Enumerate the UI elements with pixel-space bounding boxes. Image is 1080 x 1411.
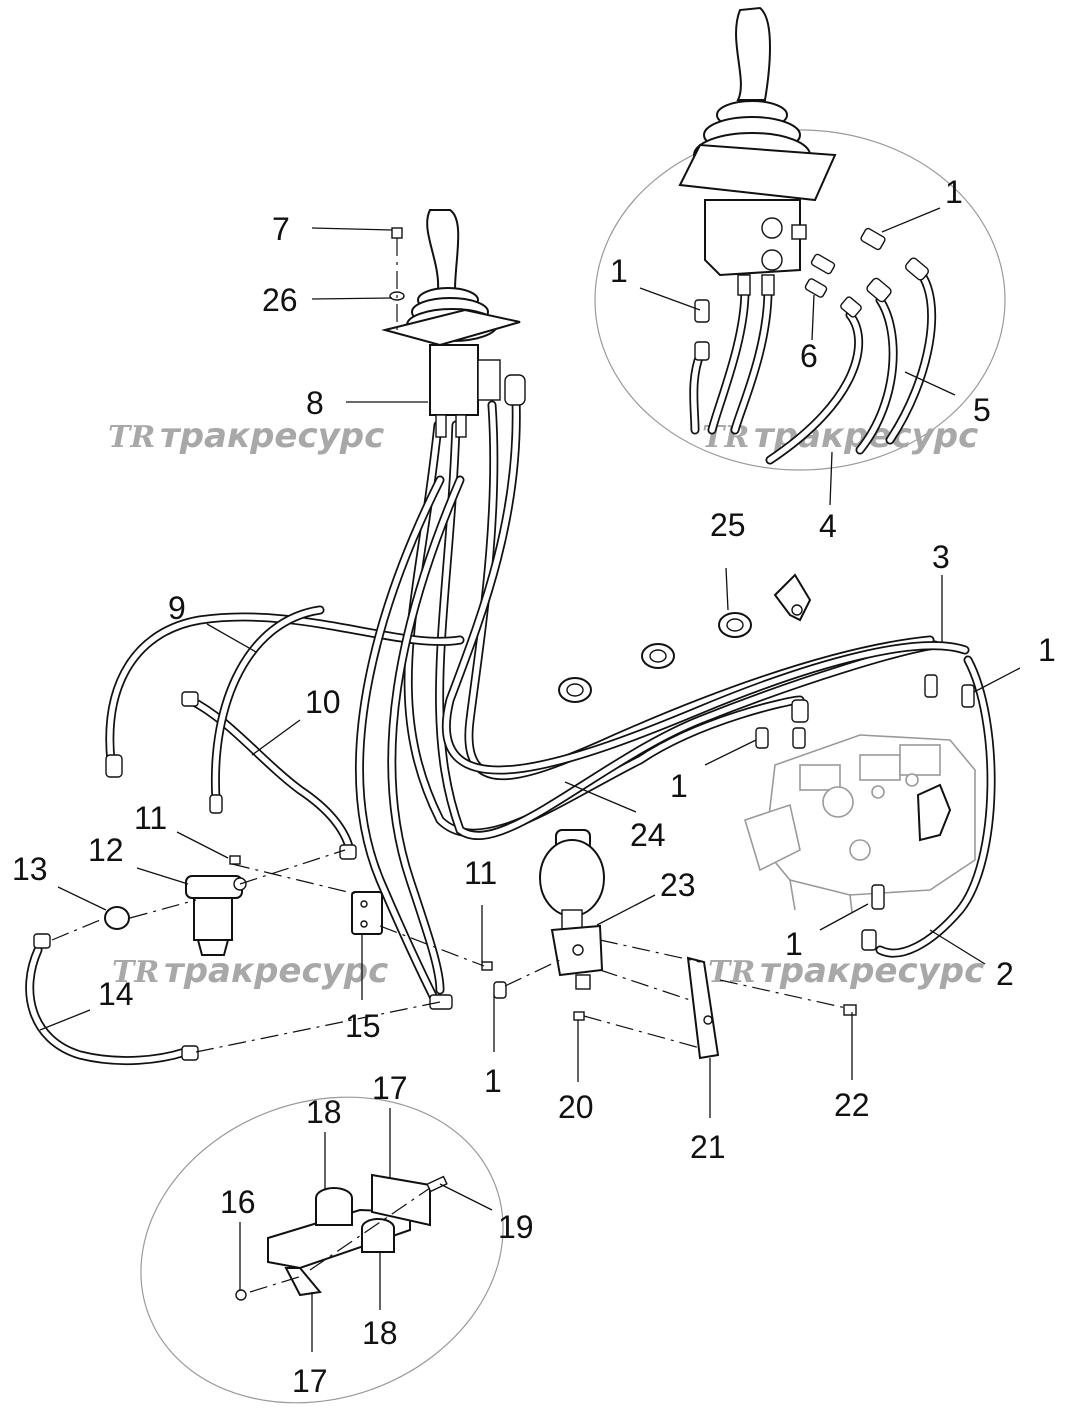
callout-1: 1 — [610, 253, 628, 289]
callout-9: 9 — [168, 590, 186, 626]
fitting — [871, 884, 885, 910]
joystick-main — [381, 209, 526, 438]
fitting — [792, 727, 806, 749]
svg-text:тракресурс: тракресурс — [164, 951, 388, 991]
fitting — [694, 299, 710, 323]
joystick-detail — [678, 6, 837, 296]
filter — [185, 875, 247, 956]
fitting — [860, 227, 886, 251]
watermark: TR тракресурс — [702, 416, 978, 456]
fitting — [810, 253, 836, 275]
fitting — [840, 296, 862, 318]
bushing — [718, 612, 752, 638]
watermark: TR тракресурс — [108, 416, 384, 456]
callout-17: 17 — [292, 1363, 328, 1399]
callout-15: 15 — [345, 1008, 381, 1044]
bushing — [641, 643, 675, 669]
detail-circle-clamp — [140, 1096, 504, 1404]
fitting — [924, 674, 938, 698]
svg-text:TR: TR — [108, 420, 155, 455]
bolt — [843, 1004, 857, 1016]
callout-12: 12 — [88, 832, 124, 868]
fitting — [961, 684, 975, 708]
callout-22: 22 — [834, 1087, 870, 1123]
detail-hoses — [689, 265, 937, 465]
fitting — [209, 794, 223, 814]
callout-1: 1 — [945, 174, 963, 210]
callout-17: 17 — [372, 1070, 408, 1106]
bracket-15 — [351, 891, 383, 935]
fitting — [694, 341, 710, 361]
detail-circle-joystick — [594, 129, 1006, 471]
callout-3: 3 — [932, 539, 950, 575]
callout-7: 7 — [272, 211, 290, 247]
fitting — [905, 257, 929, 281]
callout-18: 18 — [362, 1315, 398, 1351]
cap — [104, 906, 130, 930]
bolt — [229, 855, 241, 865]
callout-20: 20 — [558, 1089, 594, 1125]
callout-6: 6 — [800, 338, 818, 374]
callout-5: 5 — [973, 392, 991, 428]
clamp-bracket — [773, 573, 812, 622]
svg-text:TR: TR — [708, 955, 755, 990]
callout-14: 14 — [98, 976, 134, 1012]
callout-11: 11 — [134, 800, 167, 836]
callout-25: 25 — [710, 507, 746, 543]
clamp-assembly — [235, 1173, 448, 1301]
callouts: 1 1 6 5 4 7 26 8 25 3 1 9 10 1 24 11 12 … — [12, 174, 1056, 1399]
leader-lines — [39, 207, 1021, 1352]
hose-9 — [105, 612, 465, 775]
bolt — [481, 961, 493, 971]
bracket-21 — [686, 956, 720, 1060]
callout-18: 18 — [306, 1094, 342, 1130]
fitting — [791, 699, 809, 723]
callout-24: 24 — [630, 817, 666, 853]
callout-23: 23 — [660, 867, 696, 903]
watermark: TR тракресурс — [708, 951, 984, 991]
hose-2 — [875, 655, 996, 958]
callout-10: 10 — [305, 684, 341, 720]
fitting — [105, 754, 123, 778]
fitting — [861, 929, 877, 951]
svg-text:TR: TR — [112, 955, 159, 990]
callout-1: 1 — [484, 1063, 502, 1099]
callout-16: 16 — [220, 1184, 256, 1220]
bushing — [558, 677, 592, 703]
bolt — [391, 227, 403, 239]
callout-1: 1 — [785, 926, 803, 962]
callout-2: 2 — [996, 956, 1014, 992]
callout-11: 11 — [464, 855, 497, 891]
callout-4: 4 — [819, 508, 837, 544]
bolt — [573, 1011, 585, 1021]
fitting — [866, 277, 892, 303]
callout-19: 19 — [498, 1209, 534, 1245]
fitting — [181, 691, 199, 707]
assembly-lines — [51, 238, 847, 1293]
hose-accumulator-line — [355, 475, 465, 1005]
fitting — [493, 981, 507, 999]
fitting — [755, 727, 769, 749]
svg-text:тракресурс: тракресурс — [160, 416, 384, 456]
control-valve-block — [744, 734, 976, 913]
callout-26: 26 — [262, 282, 298, 318]
hose-10 — [185, 605, 355, 855]
fitting — [339, 844, 357, 860]
hose-14 — [25, 945, 190, 1066]
fitting — [804, 278, 828, 298]
callout-21: 21 — [690, 1129, 726, 1165]
svg-text:тракресурс: тракресурс — [760, 951, 984, 991]
watermark: TR тракресурс — [112, 951, 388, 991]
callout-1: 1 — [1038, 632, 1056, 668]
callout-13: 13 — [12, 851, 48, 887]
callout-8: 8 — [306, 385, 324, 421]
fitting — [33, 933, 51, 949]
accumulator — [539, 829, 605, 990]
callout-1: 1 — [670, 768, 688, 804]
fitting — [429, 994, 453, 1010]
fitting — [181, 1045, 199, 1061]
